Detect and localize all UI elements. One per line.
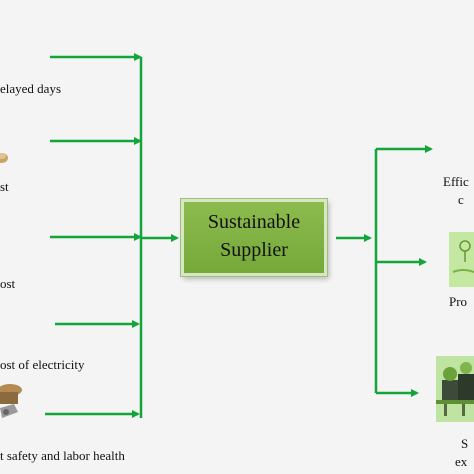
center-title-line1: Sustainable	[207, 211, 301, 233]
output-label-pro: Pro	[449, 294, 468, 309]
center-title-line2: Supplier	[220, 239, 288, 261]
output-label-efficiency-cont: c	[458, 192, 464, 207]
input-label-cost-of-electricity: ost of electricity	[0, 357, 85, 372]
plant-icon	[449, 232, 474, 287]
input-label-delayed-days: elayed days	[0, 81, 62, 96]
output-label-efficiency: Effic	[443, 174, 469, 189]
input-label-cost: st	[0, 179, 9, 194]
input-label-safety-labor-health: t safety and labor health	[0, 448, 125, 463]
building-icon	[436, 356, 474, 422]
food-icon	[0, 150, 10, 164]
sustainable-supplier-box: Sustainable Supplier	[181, 199, 327, 276]
pot-icon	[0, 380, 22, 420]
input-label-cost-2: ost	[0, 276, 16, 291]
output-label-ex: ex	[455, 454, 468, 469]
output-label-s: S	[461, 436, 469, 451]
